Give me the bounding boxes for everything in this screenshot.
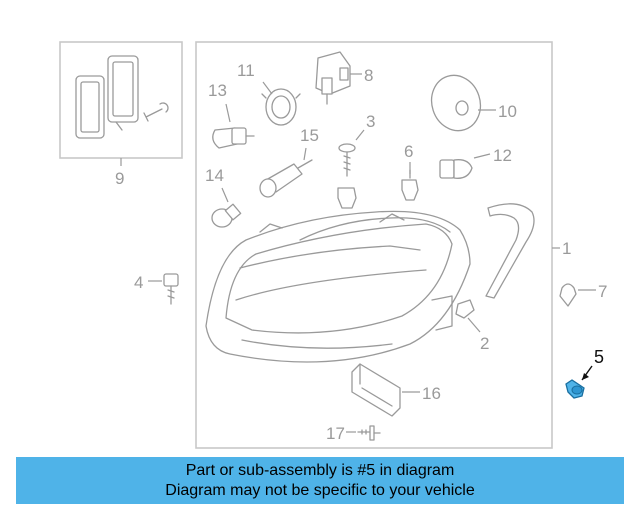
- callout-1: 1: [562, 239, 571, 258]
- part-7-push-clip: [559, 283, 577, 307]
- callout-10: 10: [498, 102, 517, 121]
- part-10-cover-cap: [430, 74, 482, 132]
- part-11-socket-ring: [261, 88, 301, 126]
- part-1-trim-strip: [485, 203, 535, 299]
- callout-11: 11: [237, 61, 255, 80]
- banner-line-part-info: Part or sub-assembly is #5 in diagram: [185, 462, 455, 479]
- part-5-highlighted-clip[interactable]: [565, 379, 585, 399]
- callout-14: 14: [205, 166, 224, 185]
- callout-3: 3: [366, 112, 375, 131]
- part-16-control-module: [351, 363, 401, 417]
- callout-15: 15: [300, 126, 319, 145]
- callout-7: 7: [598, 282, 607, 301]
- callout-16: 16: [422, 384, 441, 403]
- part-15-socket: [259, 159, 313, 198]
- callout-5: 5: [594, 347, 604, 367]
- part-clip-3: [337, 187, 357, 209]
- part-1-headlamp-assembly: [205, 210, 471, 363]
- info-banner: Part or sub-assembly is #5 in diagram Di…: [16, 457, 624, 504]
- callout-12: 12: [493, 146, 512, 165]
- part-2-bracket: [455, 299, 475, 319]
- part-14-wedge-bulb: [211, 203, 242, 228]
- part-4-bolt: [163, 273, 179, 305]
- part-12-bulb: [439, 159, 473, 179]
- callout-4: 4: [134, 273, 143, 292]
- part-6-clip: [401, 169, 419, 201]
- part-3-screw: [338, 143, 356, 177]
- callout-13: 13: [208, 81, 227, 100]
- part-9-seal-drawing: [75, 55, 169, 139]
- callout-2: 2: [480, 334, 489, 353]
- callout-17: 17: [326, 424, 345, 443]
- part-17-screw: [357, 425, 381, 441]
- callout-8: 8: [364, 66, 373, 85]
- assembly-frame: [195, 41, 553, 449]
- part-8-actuator: [315, 51, 351, 105]
- part-13-bulb: [212, 127, 255, 149]
- callout-6: 6: [404, 142, 413, 161]
- callout-9: 9: [115, 169, 124, 188]
- banner-line-disclaimer: Diagram may not be specific to your vehi…: [165, 482, 475, 499]
- callout-5-arrowhead: [582, 373, 589, 380]
